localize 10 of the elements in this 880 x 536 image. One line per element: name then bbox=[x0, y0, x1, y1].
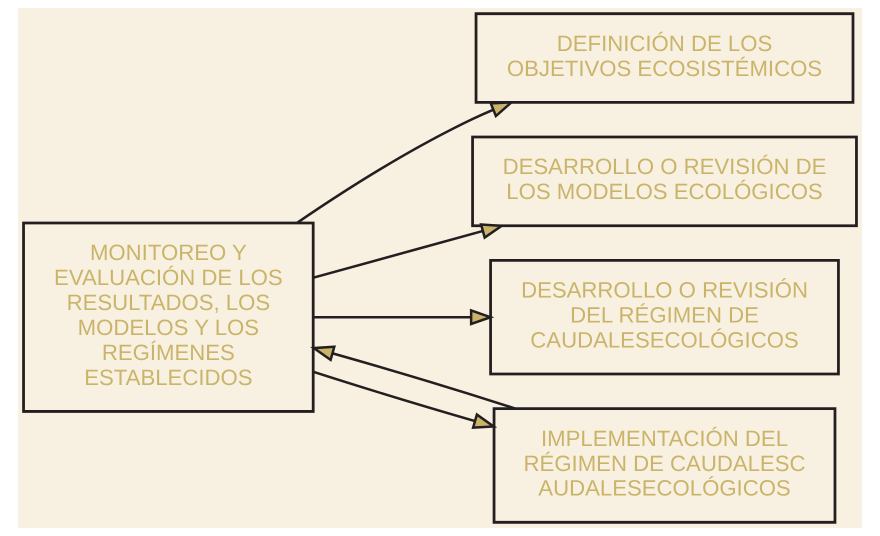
arrow bbox=[314, 308, 494, 326]
node-box: DESARROLLO O REVISIÓN DEL RÉGIMEN DE CAUDALESECOLÓGICOS bbox=[489, 259, 840, 376]
arrow bbox=[310, 345, 516, 410]
arrow bbox=[313, 370, 498, 429]
node-box: IMPLEMENTACIÓN DEL RÉGIMEN DE CAUDALESC AUDALESECOLÓGICOS bbox=[492, 407, 836, 524]
arrow bbox=[313, 223, 506, 279]
node-box: DESARROLLO O REVISIÓN DE LOS MODELOS ECOLÓGICOS bbox=[471, 136, 858, 228]
node-box: MONITOREO Y EVALUACIÓN DE LOS RESULTADOS, LOS MODELOS Y LOS REGÍMENES ESTABLECIDOS bbox=[22, 222, 315, 413]
node-box: DEFINICIÓN DE LOS OBJETIVOS ECOSISTÉMICOS bbox=[474, 12, 854, 104]
arrow bbox=[296, 101, 515, 224]
